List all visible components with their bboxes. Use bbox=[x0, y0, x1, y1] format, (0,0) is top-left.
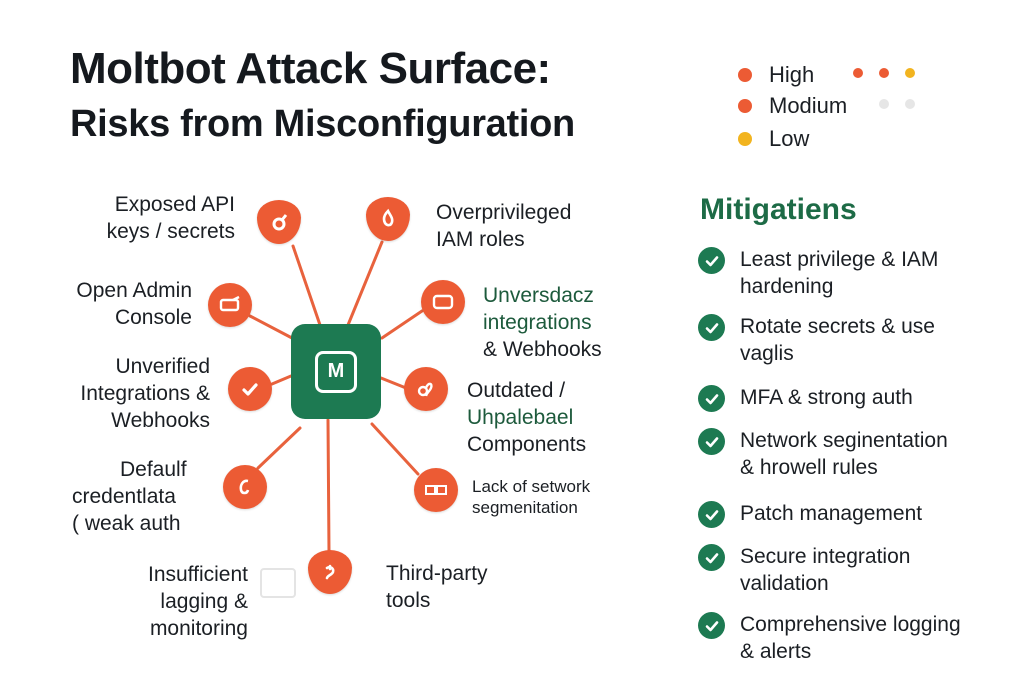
risk-label-unversdacz: Unversdacz integrations & Webhooks bbox=[483, 284, 602, 361]
mitigation-item: MFA & strong auth bbox=[698, 384, 1010, 412]
check-icon bbox=[698, 247, 725, 274]
window-icon bbox=[421, 280, 465, 324]
connector-line bbox=[379, 376, 408, 390]
check-icon bbox=[698, 428, 725, 455]
puzzle-icon bbox=[260, 568, 296, 598]
page-title: Moltbot Attack Surface: bbox=[70, 44, 551, 93]
legend-item-high: High bbox=[738, 62, 814, 88]
indicator-dot-icon bbox=[879, 68, 889, 78]
risk-label-overprivileged: Overprivileged IAM roles bbox=[436, 201, 572, 251]
moltbot-logo-icon: M bbox=[315, 350, 357, 393]
connector-line bbox=[380, 309, 424, 340]
risk-label-unverified: Unverified Integrations & Webhooks bbox=[80, 355, 210, 432]
medium-dot-icon bbox=[738, 99, 752, 113]
legend-item-low: Low bbox=[738, 126, 809, 152]
risk-label-insufficient-logging: Insufficient lagging & monitoring bbox=[147, 563, 248, 640]
check-icon bbox=[698, 544, 725, 571]
high-dot-icon bbox=[738, 68, 752, 82]
risk-label-exposed-api: Exposed API keys / secrets bbox=[106, 193, 235, 243]
page-subtitle: Risks from Misconfiguration bbox=[70, 103, 575, 145]
connector-line bbox=[346, 240, 384, 327]
check-icon bbox=[698, 501, 725, 528]
risk-label-outdated: Outdated / Uhpalebael Components bbox=[467, 379, 587, 456]
legend-item-medium: Modium bbox=[738, 93, 847, 119]
connector-line bbox=[326, 418, 331, 554]
check-icon bbox=[698, 612, 725, 639]
connector-line bbox=[256, 426, 302, 470]
lock-icon bbox=[223, 465, 267, 509]
indicator-dot-icon bbox=[905, 99, 915, 109]
connector-line bbox=[248, 314, 294, 340]
risk-label-open-admin: Open Admin Console bbox=[76, 279, 192, 329]
checkmark-icon bbox=[228, 367, 272, 411]
risk-label-third-party: Third-party tools bbox=[386, 562, 488, 612]
risk-label-default-creds: Defaulf credentlata ( weak auth bbox=[72, 458, 187, 535]
key-icon bbox=[257, 200, 301, 244]
mitigations-title: Mitigatiens bbox=[700, 193, 857, 226]
mitigation-item: Comprehensive logging& alerts bbox=[698, 611, 1010, 665]
connector-line bbox=[291, 244, 322, 327]
mitigation-item: Patch management bbox=[698, 500, 1010, 528]
indicator-dot-icon bbox=[879, 99, 889, 109]
legend-label-high: High bbox=[769, 62, 815, 87]
indicator-dot-icon bbox=[905, 68, 915, 78]
tool-icon bbox=[308, 550, 352, 594]
shield-icon bbox=[366, 197, 410, 241]
link-icon bbox=[404, 367, 448, 411]
moltbot-hub: M bbox=[291, 324, 381, 419]
legend-label-low: Low bbox=[769, 126, 810, 151]
legend-label-medium: Modium bbox=[769, 93, 848, 118]
network-icon bbox=[414, 468, 458, 512]
check-icon bbox=[698, 385, 725, 412]
indicator-dot-icon bbox=[853, 68, 863, 78]
connector-line bbox=[270, 374, 293, 386]
risk-label-lack-segmentation: Lack of setwork segmenitation bbox=[472, 477, 591, 517]
console-icon bbox=[208, 283, 252, 327]
connector-line bbox=[370, 422, 420, 476]
check-icon bbox=[698, 314, 725, 341]
low-dot-icon bbox=[738, 132, 752, 146]
mitigation-item: Network seginentation& hrowell rules bbox=[698, 427, 1010, 481]
